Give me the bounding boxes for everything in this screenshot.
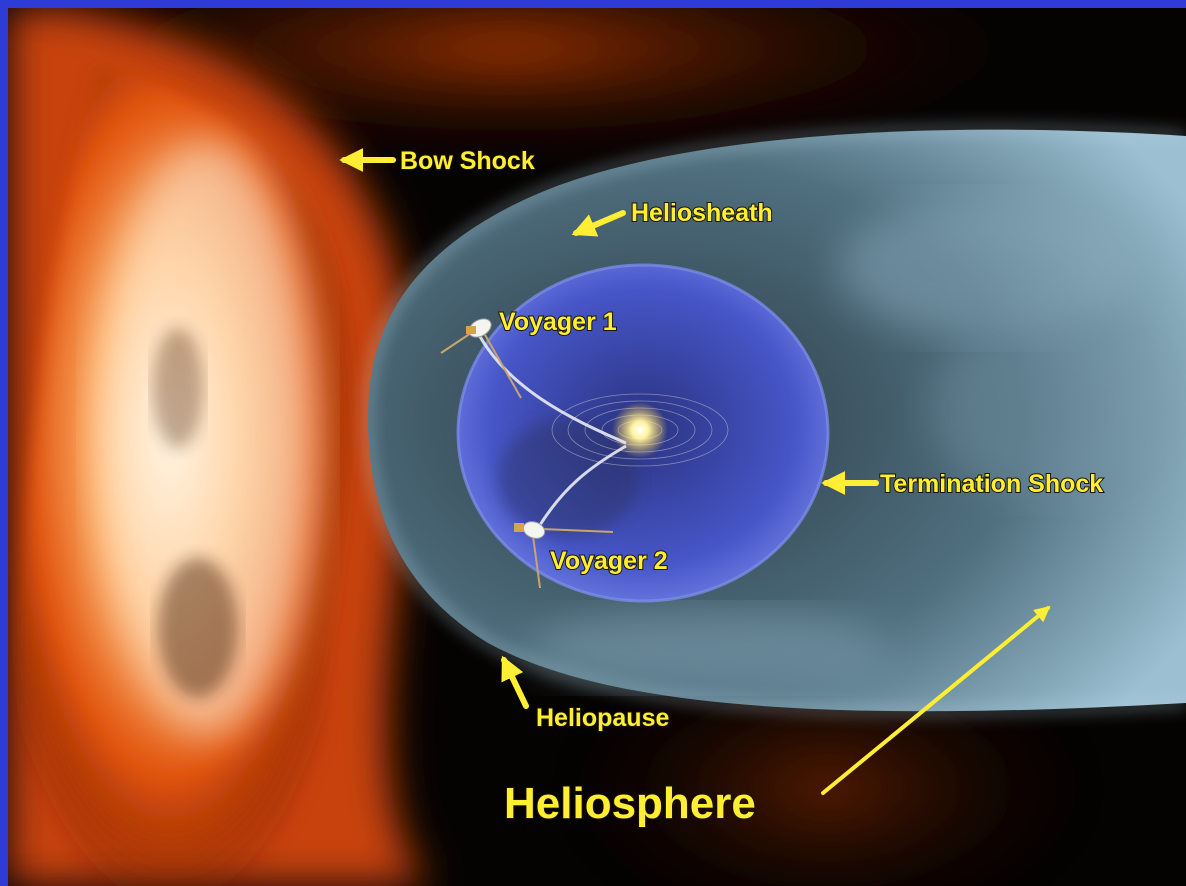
termination-shock-label: Termination Shock xyxy=(880,470,1103,498)
voyager2-label: Voyager 2 xyxy=(550,547,668,575)
heliopause-label: Heliopause xyxy=(536,704,669,732)
heliosphere-diagram: Bow Shock Heliosheath Voyager 1 Voyager … xyxy=(8,8,1186,886)
voyager1-label: Voyager 1 xyxy=(499,308,617,336)
heliosphere-label: Heliosphere xyxy=(504,779,756,828)
bow-shock-label: Bow Shock xyxy=(400,147,535,175)
heliosheath-label: Heliosheath xyxy=(631,199,773,227)
